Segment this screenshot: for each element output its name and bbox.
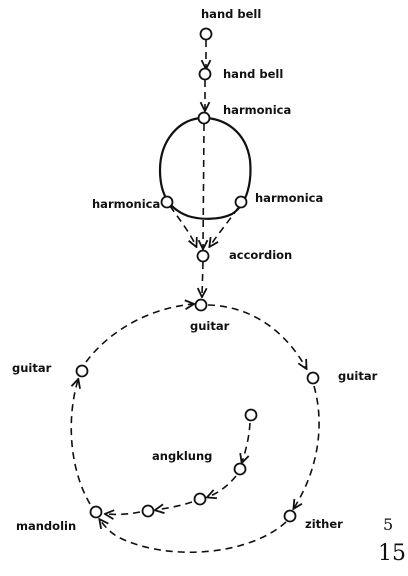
node-guitar-right	[306, 371, 320, 385]
edge-guitar-left-top	[85, 304, 193, 363]
edge-harmonica-right-accordion	[210, 207, 239, 246]
node-hand-bell-2	[198, 67, 212, 81]
node-angklung-1	[244, 408, 258, 422]
label-hand-bell-1: hand bell	[201, 7, 261, 21]
page-number-large: 15	[378, 541, 406, 566]
node-angklung-2	[233, 462, 247, 476]
harmonica-loop	[158, 116, 252, 220]
node-guitar-left	[75, 364, 89, 378]
page-number-small: 5	[383, 515, 393, 534]
edge-angklung-1-2	[242, 422, 251, 462]
edge-mandolin-guitar-left	[70, 380, 91, 505]
edge-guitar-right-zither	[294, 385, 320, 508]
label-harmonica-right: harmonica	[255, 191, 323, 205]
edge-zither-mandolin	[100, 520, 287, 553]
node-hand-bell-1	[199, 27, 213, 41]
node-accordion	[196, 249, 210, 263]
label-mandolin: mandolin	[16, 519, 76, 533]
edge-angklung-2-3	[208, 475, 237, 497]
edge-angklung-4-mandolin	[106, 512, 141, 514]
label-guitar-top: guitar	[190, 319, 230, 333]
edge-angklung-3-4	[156, 501, 193, 510]
edge-guitar-top-right	[207, 304, 306, 368]
label-guitar-right: guitar	[338, 369, 378, 383]
label-zither: zither	[305, 517, 343, 531]
label-accordion: accordion	[229, 248, 292, 262]
node-zither	[283, 509, 297, 523]
node-angklung-4	[141, 504, 155, 518]
node-guitar-top	[194, 298, 208, 312]
label-hand-bell-2: hand bell	[223, 67, 283, 81]
node-harmonica-right	[234, 195, 248, 209]
edge-accordion-guitar	[202, 261, 203, 296]
label-angklung: angklung	[152, 449, 212, 463]
node-harmonica-top	[197, 111, 211, 125]
edge-harmonica-accordion	[203, 123, 204, 248]
label-harmonica-top: harmonica	[223, 103, 291, 117]
label-guitar-left: guitar	[12, 361, 52, 375]
node-harmonica-left	[160, 195, 174, 209]
label-harmonica-left: harmonica	[92, 197, 160, 211]
node-angklung-3	[193, 492, 207, 506]
edge-harmonica-left-accordion	[169, 205, 196, 246]
node-mandolin	[89, 505, 103, 519]
